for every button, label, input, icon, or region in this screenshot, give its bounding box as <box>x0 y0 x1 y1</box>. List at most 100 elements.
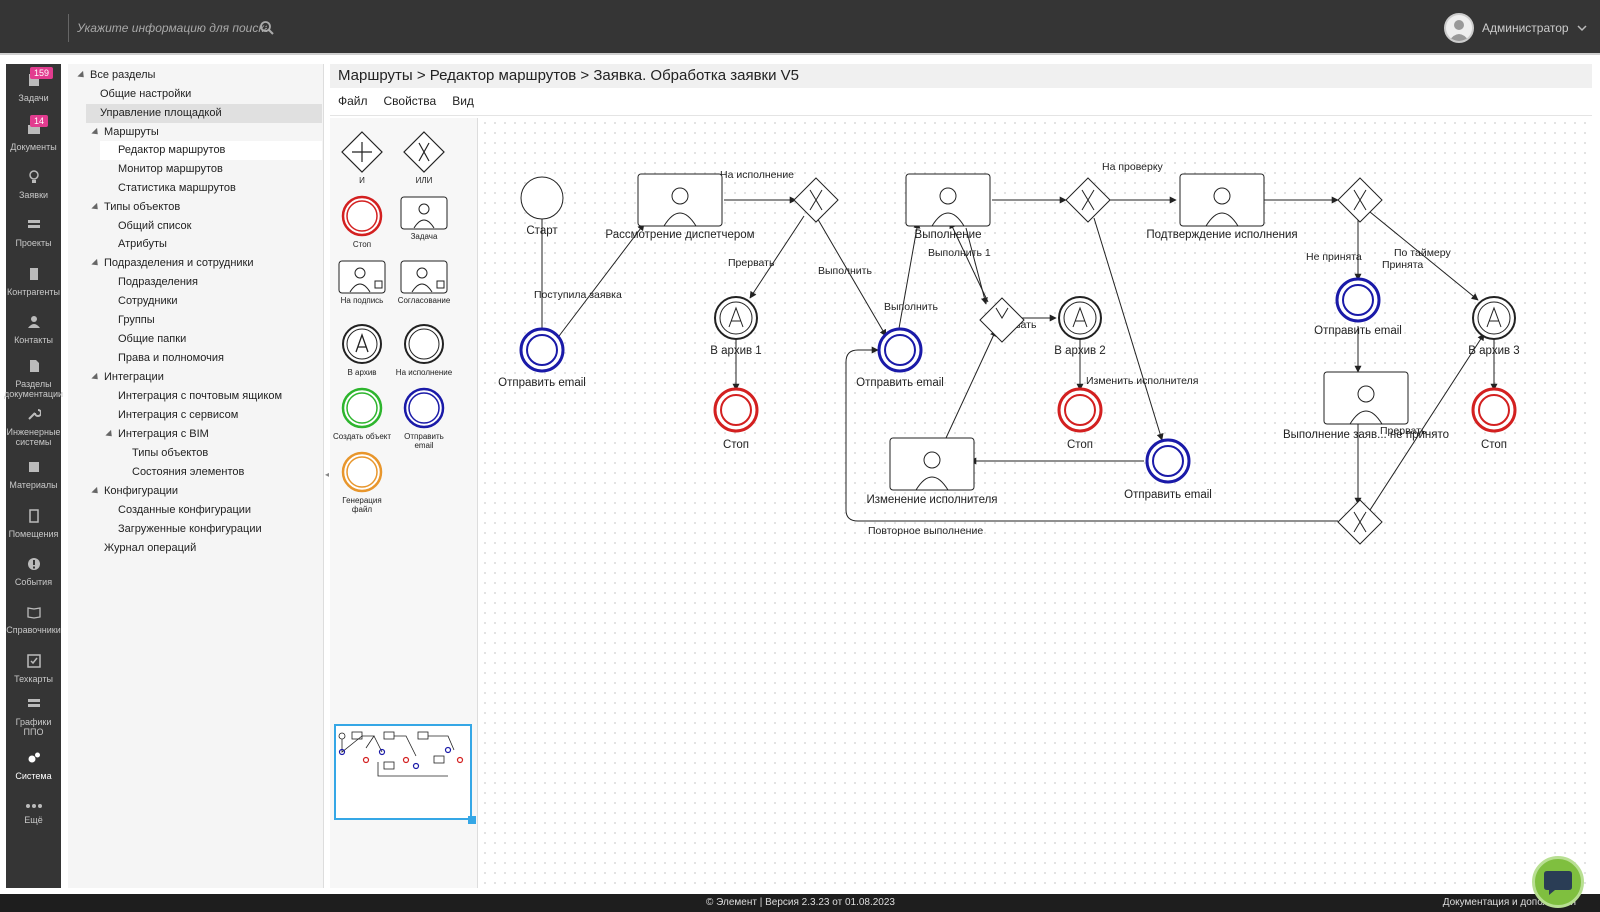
tree-item[interactable]: Группы <box>118 311 318 330</box>
palette-generate-file[interactable]: Генерация файл <box>332 450 392 514</box>
stop-event-1[interactable] <box>713 387 759 433</box>
palette-to-execution[interactable]: На исполнение <box>394 322 454 377</box>
tree-item[interactable]: Типы объектов <box>132 444 318 463</box>
palette-send-email[interactable]: Отправить email <box>394 386 454 450</box>
edge-email2-exec[interactable] <box>897 221 921 335</box>
nav-events[interactable]: События <box>6 548 61 596</box>
diagram-canvas[interactable]: Поступила заявка На исполнение Прервать … <box>480 118 1592 888</box>
task-confirm[interactable] <box>1179 173 1265 227</box>
tree-item[interactable]: Атрибуты <box>118 235 318 254</box>
tree-item[interactable]: Интеграция с BIM <box>105 425 318 444</box>
tree-item[interactable]: Управление площадкой <box>86 104 322 123</box>
nav-system[interactable]: Система <box>6 741 61 789</box>
tree-item[interactable]: Загруженные конфигурации <box>118 520 318 539</box>
stop-event-2[interactable] <box>1057 387 1103 433</box>
tree-item[interactable]: Маршруты <box>91 123 314 142</box>
nav-more[interactable]: Ещё <box>6 790 61 838</box>
nav-eng-systems[interactable]: Инженерные системы <box>6 403 61 451</box>
palette-and[interactable]: И <box>332 130 392 185</box>
email-event-4[interactable] <box>1335 277 1381 323</box>
gateway-or-2[interactable] <box>1065 177 1111 223</box>
nav-doc-sections[interactable]: Разделы документации <box>4 354 63 402</box>
nav-contractors[interactable]: Контрагенты <box>6 258 61 306</box>
tree-item[interactable]: Статистика маршрутов <box>118 179 318 198</box>
nav-directories[interactable]: Справочники <box>6 596 61 644</box>
tree-item[interactable]: Подразделения <box>118 273 318 292</box>
minimap-resize-handle[interactable] <box>468 816 476 824</box>
nav-tasks[interactable]: 159 Задачи <box>6 64 61 112</box>
diagram-minimap[interactable] <box>334 724 472 820</box>
archive-event-2[interactable] <box>1058 296 1102 340</box>
menu-properties[interactable]: Свойства <box>383 94 437 108</box>
chat-button[interactable] <box>1532 856 1584 908</box>
tree-item[interactable]: Общие папки <box>118 330 318 349</box>
docs-link[interactable]: Документация и дополнения <box>1442 897 1576 908</box>
expand-icon[interactable] <box>91 372 101 383</box>
tree-item[interactable]: Интеграция с сервисом <box>118 406 318 425</box>
gateway-or-4[interactable] <box>1337 177 1383 223</box>
search-icon[interactable] <box>259 20 275 36</box>
expand-icon[interactable] <box>77 70 87 81</box>
edge-gw1-email2[interactable] <box>815 215 887 337</box>
gateway-or-1[interactable] <box>793 177 839 223</box>
task-request-execution[interactable] <box>1323 371 1409 425</box>
edge-gw4-archive3[interactable] <box>1369 211 1479 301</box>
palette-sign[interactable]: На подпись <box>332 260 392 305</box>
nav-contacts[interactable]: Контакты <box>6 306 61 354</box>
tree-item[interactable]: Интеграции <box>91 368 314 387</box>
nav-requests[interactable]: Заявки <box>6 161 61 209</box>
tree-item[interactable]: Монитор маршрутов <box>118 160 318 179</box>
tree-item[interactable]: Созданные конфигурации <box>118 501 318 520</box>
expand-icon[interactable] <box>91 202 101 213</box>
nav-documents[interactable]: 14 Документы <box>6 112 61 160</box>
tree-item[interactable]: Состояния элементов <box>132 463 318 482</box>
nav-premises[interactable]: Помещения <box>6 500 61 548</box>
collapse-handle[interactable]: ◂ <box>325 470 330 479</box>
expand-icon[interactable] <box>105 429 115 440</box>
stop-event-3[interactable] <box>1471 387 1517 433</box>
expand-icon[interactable] <box>91 127 101 138</box>
edge-change-gw3[interactable] <box>945 329 997 439</box>
tree-item[interactable]: Типы объектов <box>91 198 314 217</box>
expand-icon[interactable] <box>91 258 101 269</box>
tree-item[interactable]: Конфигурации <box>91 482 314 501</box>
edge-gw1-archive1[interactable] <box>749 215 805 299</box>
tree-item[interactable]: Общие настройки <box>86 85 316 104</box>
palette-approval[interactable]: Согласование <box>394 260 454 305</box>
tree-item[interactable]: Журнал операций <box>104 539 314 558</box>
user-menu[interactable]: Администратор <box>1444 13 1587 43</box>
gateway-or-3[interactable] <box>979 297 1025 343</box>
palette-or[interactable]: ИЛИ <box>394 130 454 185</box>
nav-schedules[interactable]: Графики ППО <box>6 693 61 741</box>
search-input[interactable] <box>77 14 267 42</box>
palette-create-object[interactable]: Создать объект <box>332 386 392 441</box>
palette-stop[interactable]: Стоп <box>332 194 392 249</box>
task-review[interactable] <box>637 173 723 227</box>
archive-event-1[interactable] <box>714 296 758 340</box>
edge-gw3-exec[interactable] <box>949 221 989 303</box>
task-change-performer[interactable] <box>889 437 975 491</box>
tree-item[interactable]: Интеграция с почтовым ящиком <box>118 387 318 406</box>
start-event[interactable] <box>520 176 564 220</box>
email-event-2[interactable] <box>877 327 923 373</box>
menu-view[interactable]: Вид <box>452 94 474 108</box>
edge-email-review[interactable] <box>555 223 645 341</box>
tree-item[interactable]: Редактор маршрутов <box>100 141 322 160</box>
tree-item[interactable]: Общий список <box>118 217 318 236</box>
tree-item[interactable]: Сотрудники <box>118 292 318 311</box>
nav-techcards[interactable]: Техкарты <box>6 645 61 693</box>
task-execution[interactable] <box>905 173 991 227</box>
email-event-3[interactable] <box>1145 438 1191 484</box>
tree-item[interactable]: Права и полномочия <box>118 349 318 368</box>
palette-task[interactable]: Задача <box>394 196 454 241</box>
email-event-1[interactable] <box>519 327 565 373</box>
archive-event-3[interactable] <box>1472 296 1516 340</box>
edge-gw5-archive3[interactable] <box>1369 333 1485 511</box>
nav-projects[interactable]: Проекты <box>6 209 61 257</box>
edge-gw2-email3[interactable] <box>1093 217 1164 441</box>
expand-icon[interactable] <box>91 486 101 497</box>
edge-repeat[interactable] <box>845 346 1338 522</box>
menu-file[interactable]: Файл <box>338 94 368 108</box>
tree-item[interactable]: Все разделы <box>77 66 320 85</box>
nav-materials[interactable]: Материалы <box>6 451 61 499</box>
